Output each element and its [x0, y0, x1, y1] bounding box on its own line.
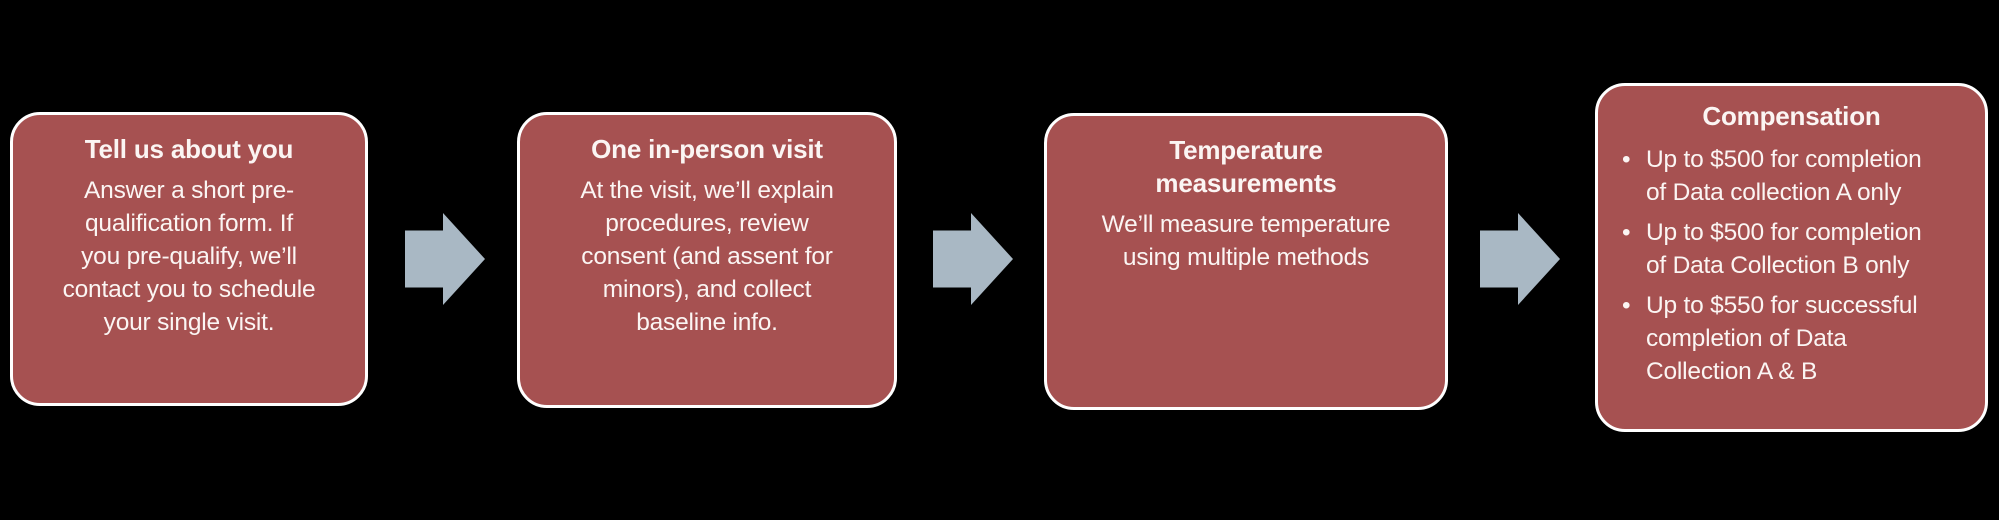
- step-body: Answer a short pre- qualification form. …: [62, 177, 316, 336]
- step-body: At the visit, we’ll explain procedures, …: [580, 177, 834, 336]
- step-box-one-in-person-visit: One in-person visit At the visit, we’ll …: [517, 112, 897, 408]
- bullet-item: • Up to $500 for completion of Data Coll…: [1622, 216, 1967, 282]
- right-arrow-icon: [1480, 213, 1560, 305]
- bullet-item: • Up to $500 for completion of Data coll…: [1622, 143, 1967, 209]
- step-title: One in-person visit: [591, 134, 823, 164]
- bullet-text: Up to $500 for completion of Data collec…: [1646, 146, 1922, 206]
- bullet-icon: •: [1622, 219, 1631, 246]
- right-arrow-icon: [933, 213, 1013, 305]
- compensation-bullet-list: • Up to $500 for completion of Data coll…: [1614, 143, 1969, 388]
- step-title: Temperature measurements: [1155, 135, 1337, 198]
- bullet-text: Up to $500 for completion of Data Collec…: [1646, 219, 1922, 279]
- step-body: We’ll measure temperature using multiple…: [1101, 211, 1391, 271]
- bullet-text: Up to $550 for successful completion of …: [1646, 292, 1918, 385]
- step-box-compensation: Compensation • Up to $500 for completion…: [1595, 83, 1988, 432]
- step-title: Compensation: [1702, 101, 1881, 131]
- right-arrow-icon: [405, 213, 485, 305]
- bullet-item: • Up to $550 for successful completion o…: [1622, 289, 1967, 388]
- step-title: Tell us about you: [84, 134, 294, 164]
- step-box-temperature-measurements: Temperature measurements We’ll measure t…: [1044, 113, 1448, 410]
- bullet-icon: •: [1622, 292, 1631, 319]
- bullet-icon: •: [1622, 146, 1631, 173]
- step-box-tell-us-about-you: Tell us about you Answer a short pre- qu…: [10, 112, 368, 406]
